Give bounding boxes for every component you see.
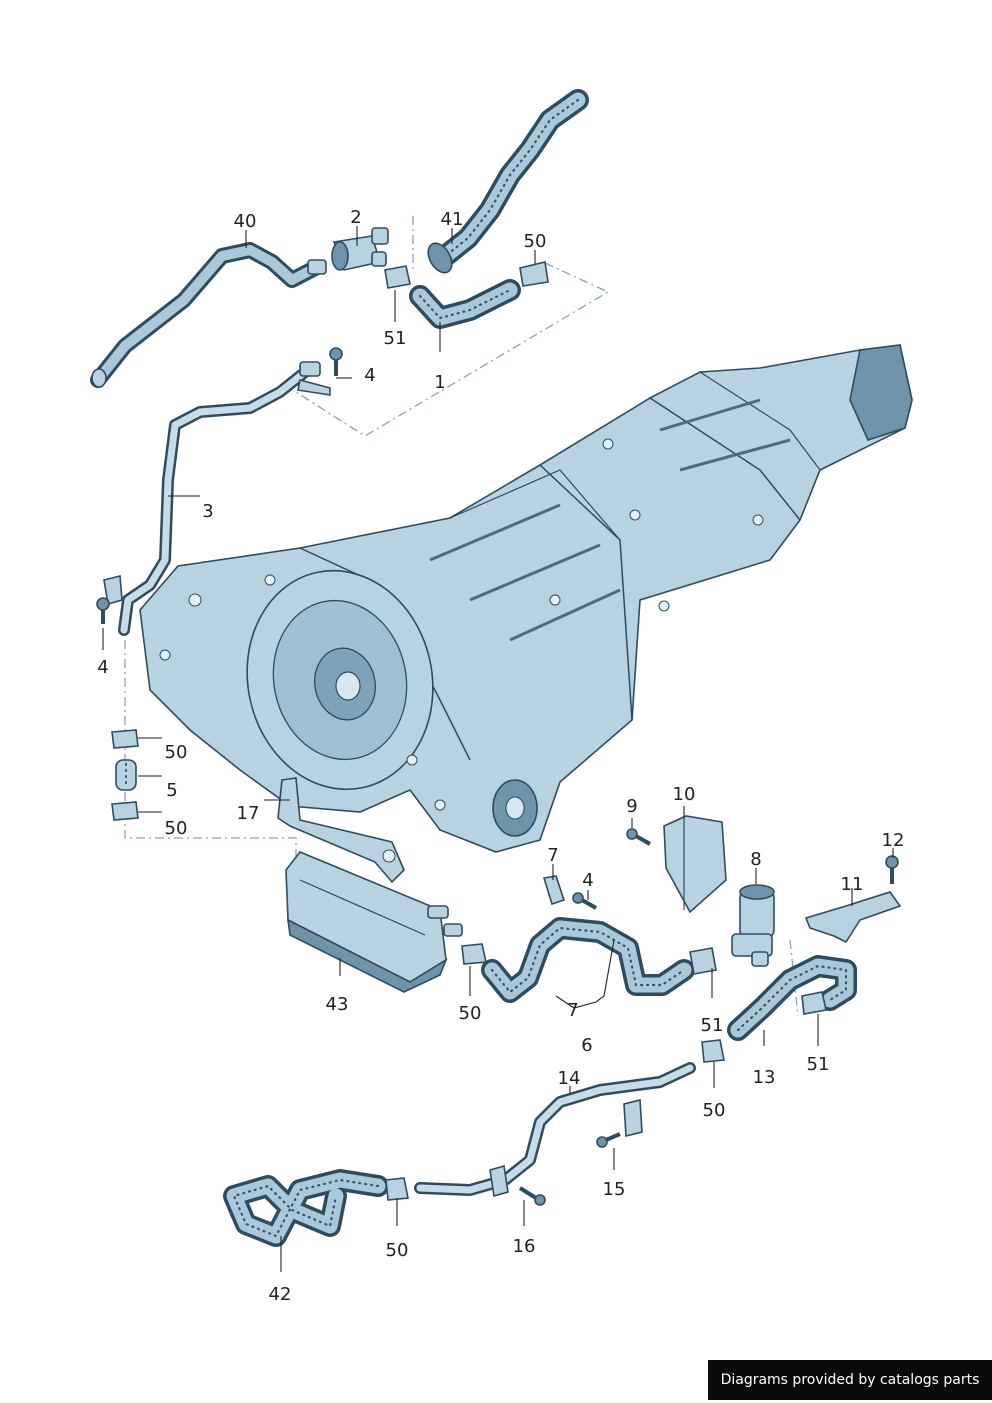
pipe-14[interactable]	[414, 1062, 696, 1198]
callout-6: 6	[581, 1035, 592, 1056]
clamp-50-bottom[interactable]	[385, 1177, 409, 1201]
hose-6[interactable]	[481, 917, 695, 1003]
leader-lines	[102, 226, 894, 1272]
clamp-51-top[interactable]	[384, 265, 411, 289]
callout-14: 14	[558, 1068, 581, 1089]
clamp-50-mid[interactable]	[461, 943, 487, 965]
callout-16: 16	[513, 1236, 536, 1257]
callout-50-mid: 50	[459, 1003, 482, 1024]
callout-1: 1	[434, 372, 445, 393]
callout-42: 42	[269, 1284, 292, 1305]
valve-8[interactable]	[731, 884, 775, 967]
callout-7-a: 7	[547, 845, 558, 866]
hose-41[interactable]	[423, 89, 589, 277]
callout-4-top: 4	[364, 365, 375, 386]
hose-40[interactable]	[90, 242, 327, 388]
clamp-50-left-a[interactable]	[111, 729, 139, 749]
clamp-50-lower[interactable]	[701, 1039, 725, 1063]
credit-banner: Diagrams provided by catalogs parts	[708, 1360, 992, 1400]
hose-13[interactable]	[727, 955, 857, 1041]
callout-8: 8	[750, 849, 761, 870]
sleeve-5[interactable]	[115, 759, 137, 791]
callout-50-lower: 50	[703, 1100, 726, 1121]
clamp-7[interactable]	[542, 875, 566, 906]
callout-11: 11	[841, 874, 864, 895]
callout-43: 43	[326, 994, 349, 1015]
bracket-10[interactable]	[663, 815, 727, 914]
callout-2: 2	[350, 207, 361, 228]
callout-51-top: 51	[384, 328, 407, 349]
clamp-51-right[interactable]	[801, 991, 827, 1015]
pipe-3[interactable]	[103, 361, 331, 636]
callout-4-mid: 4	[582, 870, 593, 891]
callout-40: 40	[234, 211, 257, 232]
callout-3: 3	[202, 501, 213, 522]
callout-50-left-b: 50	[165, 818, 188, 839]
bolt-16[interactable]	[518, 1186, 546, 1206]
callout-4-left: 4	[97, 657, 108, 678]
hose-42[interactable]	[223, 1169, 389, 1247]
bolt-4-top[interactable]	[329, 347, 343, 376]
bolt-4-left[interactable]	[96, 597, 110, 624]
clamp-51-mid[interactable]	[689, 947, 717, 975]
callout-10: 10	[673, 784, 696, 805]
clamp-50-top[interactable]	[519, 261, 549, 287]
hose-1[interactable]	[409, 279, 521, 329]
callout-labels: 40 2 41 50 51 1 4 3 4 50 5 50 17 43 9 10…	[97, 207, 904, 1305]
callout-41: 41	[441, 209, 464, 230]
callout-9: 9	[626, 796, 637, 817]
bolt-12[interactable]	[885, 855, 899, 884]
callout-12: 12	[882, 830, 905, 851]
callout-51-mid: 51	[701, 1015, 724, 1036]
callout-50-bottom: 50	[386, 1240, 409, 1261]
bolt-15[interactable]	[596, 1132, 621, 1148]
callout-50-left-a: 50	[165, 742, 188, 763]
clamp-50-left-b[interactable]	[111, 801, 139, 821]
callout-7-b: 7	[567, 1000, 578, 1021]
callout-5: 5	[166, 780, 177, 801]
callout-17: 17	[237, 803, 260, 824]
callout-50-top: 50	[524, 231, 547, 252]
transmission-housing	[139, 344, 913, 853]
bracket-17[interactable]	[277, 777, 405, 884]
cooler-43[interactable]	[285, 851, 463, 993]
callout-51-right: 51	[807, 1054, 830, 1075]
callout-15: 15	[603, 1179, 626, 1200]
callout-13: 13	[753, 1067, 776, 1088]
bracket-11[interactable]	[804, 891, 902, 944]
connector-2[interactable]	[331, 227, 389, 271]
bolt-4-mid[interactable]	[572, 892, 597, 910]
bolt-9[interactable]	[626, 828, 651, 846]
